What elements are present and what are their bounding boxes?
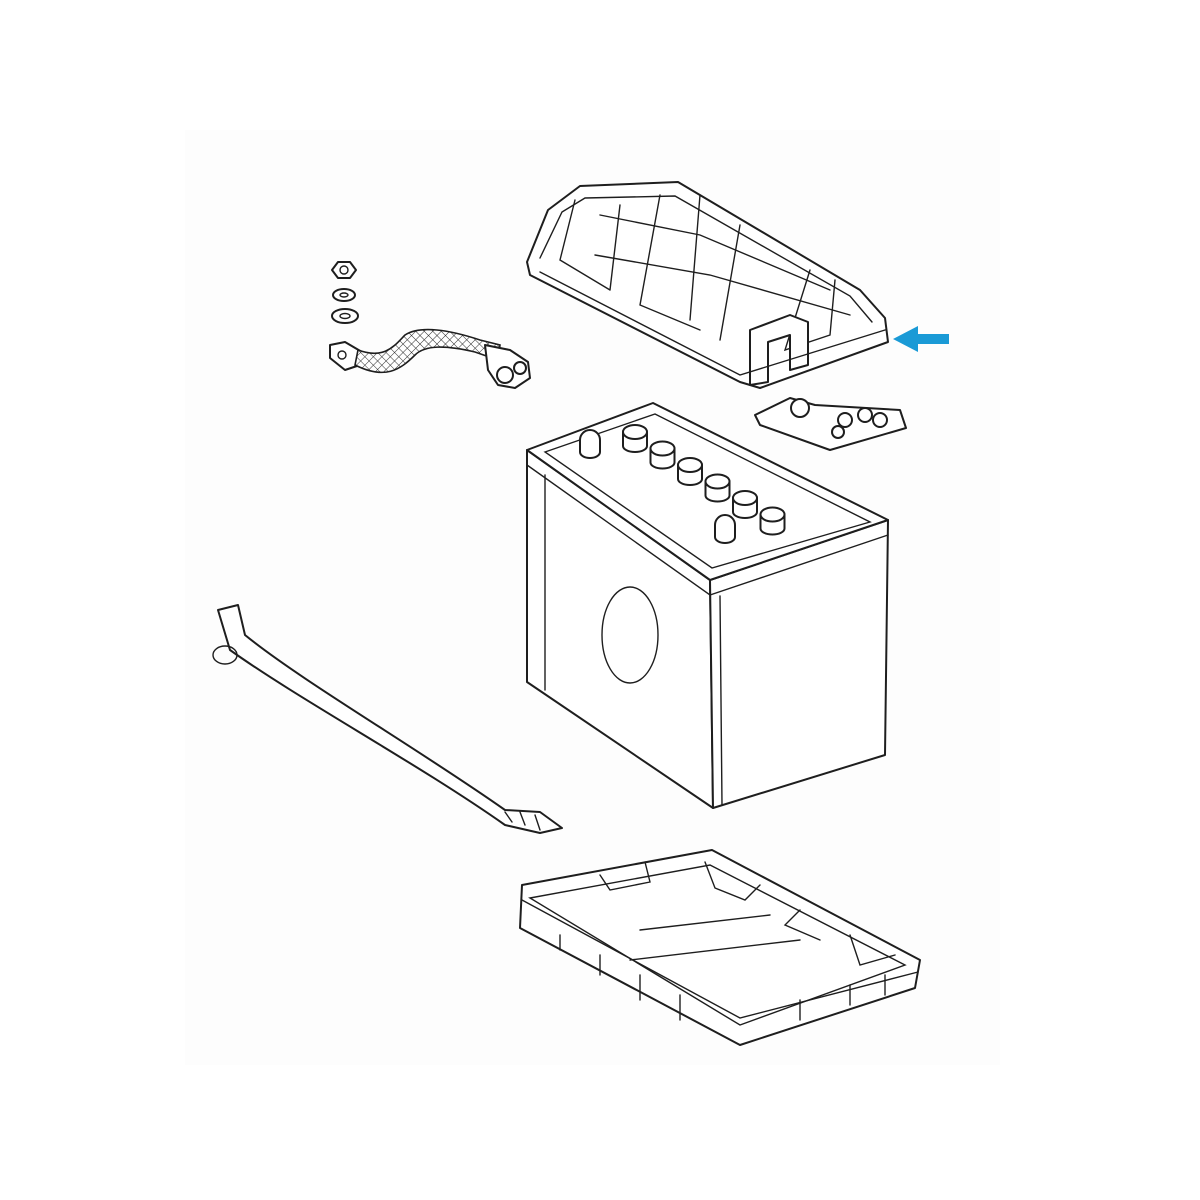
battery — [526, 402, 889, 809]
battery-tray — [519, 849, 921, 1046]
battery-caps — [579, 424, 786, 544]
arrow-left-icon — [893, 326, 949, 352]
spring-washer — [332, 288, 356, 302]
filler-cap — [649, 440, 676, 470]
filler-cap — [732, 490, 758, 519]
flat-washer — [331, 308, 359, 324]
terminal-clamp — [754, 397, 907, 451]
filler-cap — [704, 473, 731, 503]
ground-strap — [329, 328, 531, 389]
battery-cover — [526, 181, 889, 389]
hold-down-strap — [212, 604, 563, 834]
nut — [331, 261, 357, 279]
filler-cap — [622, 424, 648, 453]
filler-cap — [677, 457, 703, 486]
filler-cap — [759, 506, 786, 536]
